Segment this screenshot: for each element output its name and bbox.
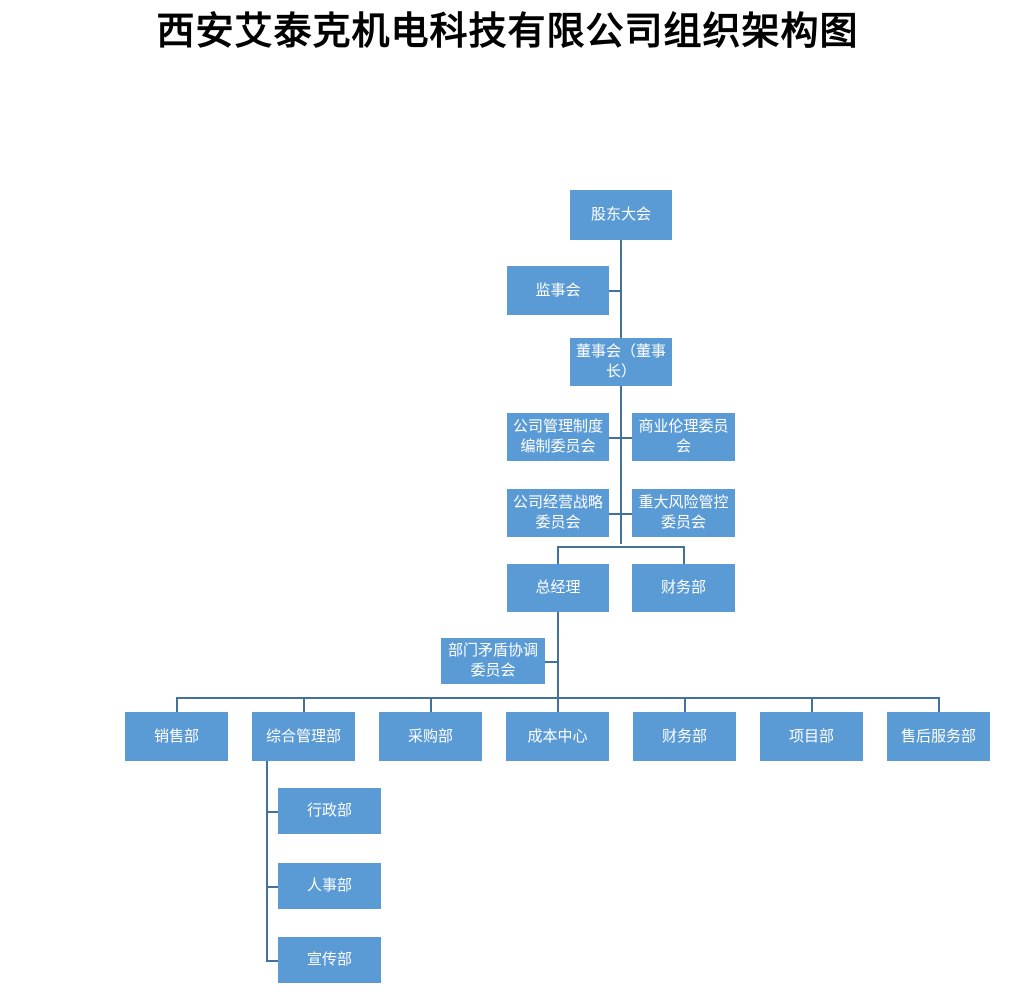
org-node-label: 采购部 xyxy=(407,728,453,745)
connector-subdept-stub-hr xyxy=(266,886,278,888)
org-node-dispute-cmte[interactable]: 部门矛盾协调委员会 xyxy=(441,638,545,684)
org-node-label: 商业伦理委员会 xyxy=(638,419,729,455)
org-node-purchasing-dept[interactable]: 采购部 xyxy=(379,712,482,761)
org-node-label: 公司管理制度编制委员会 xyxy=(512,419,603,455)
org-node-hr-dept[interactable]: 人事部 xyxy=(278,863,381,909)
org-node-label: 综合管理部 xyxy=(265,728,341,745)
org-node-finance-dept-top[interactable]: 财务部 xyxy=(632,564,735,612)
connector-dept-drop-finance xyxy=(684,697,686,712)
org-node-publicity-dept[interactable]: 宣传部 xyxy=(278,937,381,983)
org-node-label: 董事会（董事长） xyxy=(575,344,666,380)
org-node-label: 成本中心 xyxy=(527,728,588,745)
org-node-label: 监事会 xyxy=(535,282,581,299)
connector-dept-drop-general-admin xyxy=(303,697,305,712)
connector-major-risk-cmte-stub xyxy=(620,513,632,515)
org-node-label: 部门矛盾协调委员会 xyxy=(447,643,538,679)
org-node-label: 人事部 xyxy=(306,878,352,894)
org-node-label: 财务部 xyxy=(661,728,707,745)
connector-manager-row-drop-left xyxy=(557,546,559,564)
connector-shareholders-to-board-trunk xyxy=(620,240,622,338)
org-node-strategy-cmte[interactable]: 公司经营战略委员会 xyxy=(507,489,609,537)
org-node-board[interactable]: 董事会（董事长） xyxy=(570,338,672,386)
connector-mgmt-system-cmte-stub xyxy=(609,437,621,439)
org-node-supervisory[interactable]: 监事会 xyxy=(507,266,609,315)
connector-manager-to-dept-trunk xyxy=(557,612,559,697)
org-node-label: 重大风险管控委员会 xyxy=(638,495,729,531)
org-node-cost-center[interactable]: 成本中心 xyxy=(506,712,609,761)
org-node-business-ethics-cmte[interactable]: 商业伦理委员会 xyxy=(632,413,735,461)
org-node-general-manager[interactable]: 总经理 xyxy=(507,564,609,612)
org-node-sales-dept[interactable]: 销售部 xyxy=(125,712,228,761)
org-node-label: 宣传部 xyxy=(306,952,352,968)
org-node-project-dept[interactable]: 项目部 xyxy=(760,712,863,761)
connector-manager-row-bus xyxy=(557,546,684,548)
org-node-label: 项目部 xyxy=(788,728,834,745)
page-title: 西安艾泰克机电科技有限公司组织架构图 xyxy=(156,11,859,53)
org-node-label: 公司经营战略委员会 xyxy=(512,495,603,531)
org-node-label: 总经理 xyxy=(535,580,581,596)
org-node-label: 行政部 xyxy=(306,803,352,819)
org-node-shareholders[interactable]: 股东大会 xyxy=(570,190,672,240)
org-node-label: 股东大会 xyxy=(590,207,651,223)
org-node-finance-dept[interactable]: 财务部 xyxy=(633,712,736,761)
org-node-label: 售后服务部 xyxy=(900,728,976,745)
connector-dept-drop-sales xyxy=(176,697,178,712)
connector-dept-drop-purchasing xyxy=(430,697,432,712)
org-node-major-risk-cmte[interactable]: 重大风险管控委员会 xyxy=(632,489,735,537)
org-node-after-sales-dept[interactable]: 售后服务部 xyxy=(887,712,990,761)
connector-dept-drop-project xyxy=(811,697,813,712)
connector-strategy-cmte-stub xyxy=(609,513,621,515)
connector-board-to-committees-trunk xyxy=(620,386,622,544)
connector-dept-drop-cost-center xyxy=(557,697,559,712)
org-node-administration-dept[interactable]: 行政部 xyxy=(278,788,381,834)
connector-subdept-trunk xyxy=(266,761,268,960)
connector-dept-drop-after-sales xyxy=(938,697,940,712)
connector-subdept-stub-administration xyxy=(266,811,278,813)
org-node-general-admin-dept[interactable]: 综合管理部 xyxy=(252,712,355,761)
connector-subdept-stub-publicity xyxy=(266,960,278,962)
org-node-label: 销售部 xyxy=(153,728,199,745)
connector-business-ethics-cmte-stub xyxy=(620,437,632,439)
org-node-mgmt-system-cmte[interactable]: 公司管理制度编制委员会 xyxy=(507,413,609,461)
connector-manager-row-drop-right xyxy=(683,546,685,564)
connector-supervisory-stub xyxy=(609,290,621,292)
org-node-label: 财务部 xyxy=(660,580,706,596)
connector-dispute-cmte-stub xyxy=(545,661,557,663)
